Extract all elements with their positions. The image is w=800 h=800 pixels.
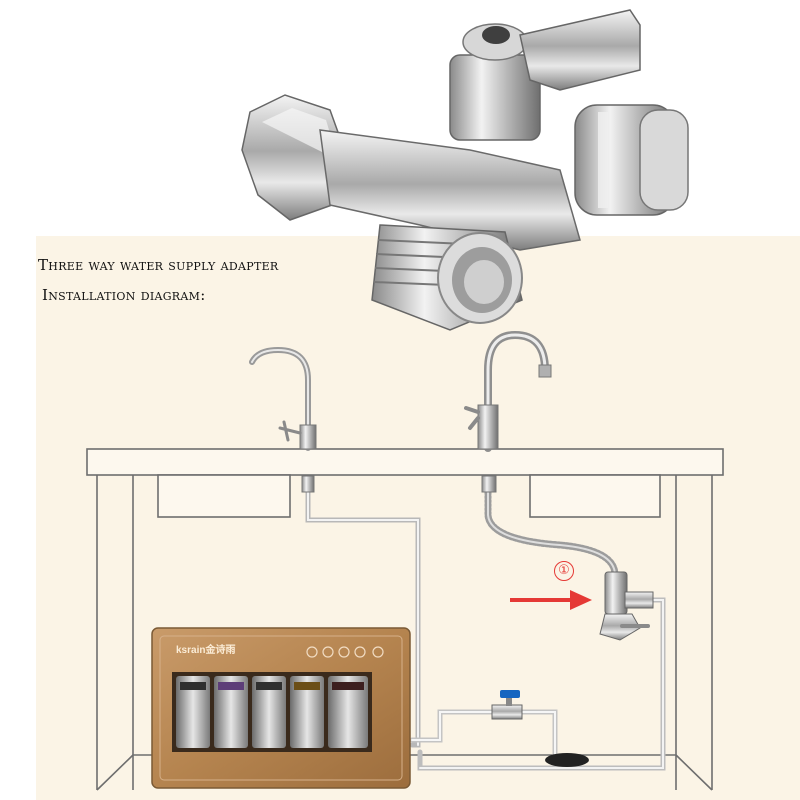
- valve-lever: [519, 9, 641, 91]
- purifier-controls: [306, 646, 384, 658]
- drain-icon: [545, 753, 589, 767]
- threaded-outlet: [371, 224, 523, 331]
- callout-number-label: ①: [554, 561, 574, 581]
- red-arrow-icon: [510, 590, 592, 610]
- left-drawer: [157, 474, 291, 518]
- ball-valve-icon: [491, 690, 523, 720]
- angle-valve-icon: [301, 475, 497, 493]
- countertop: [86, 448, 724, 476]
- purifier-faucet-icon: [249, 346, 317, 451]
- cabinet-left-leg: [96, 475, 134, 790]
- three-way-valve-photo: [241, 9, 689, 331]
- diagram-subtitle: Installation diagram:: [42, 286, 206, 304]
- valve-body: [319, 129, 581, 251]
- cabinet-right-leg: [675, 475, 713, 790]
- right-compression-nut: [574, 104, 689, 216]
- installed-adapter-icon: [599, 571, 654, 641]
- pipes: [305, 476, 666, 771]
- water-purifier-icon: [151, 627, 411, 789]
- right-drawer: [529, 474, 661, 518]
- filter-cartridges: [176, 676, 368, 748]
- diagram-title: Three way water supply adapter: [38, 256, 279, 274]
- valve-stem: [449, 54, 541, 141]
- kitchen-cabinet: [86, 448, 724, 791]
- kitchen-faucet-icon: [464, 330, 552, 452]
- purifier-brand-label: ksrain金诗雨: [176, 645, 236, 656]
